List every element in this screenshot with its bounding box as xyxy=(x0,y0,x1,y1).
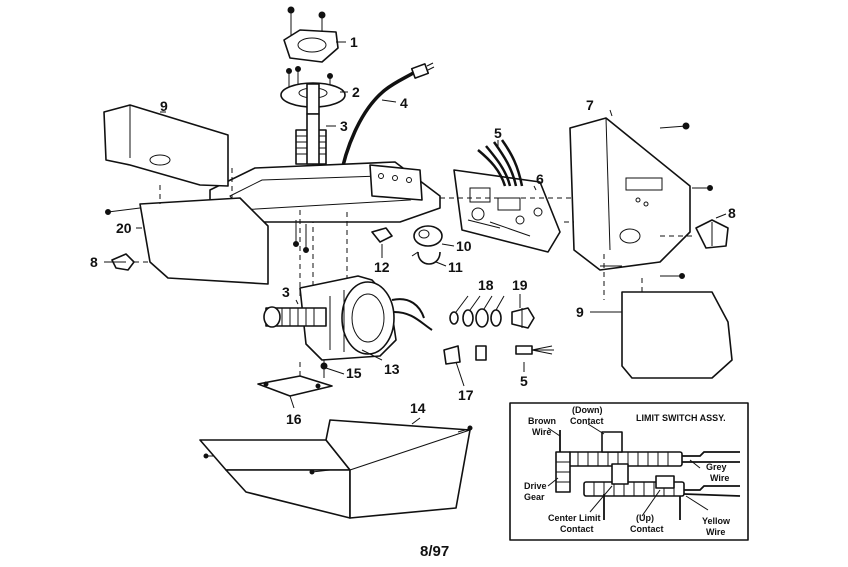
inset-labels: LIMIT SWITCH ASSY. (Down) Contact Brown … xyxy=(524,405,731,537)
down-contact-label-1: (Down) xyxy=(572,405,603,415)
drive-gear-label-1: Drive xyxy=(524,481,547,491)
grey-wire-label-1: Grey xyxy=(706,462,727,472)
up-contact-label-1: (Up) xyxy=(636,513,654,523)
sprocket-gear xyxy=(295,113,327,290)
callout-9-left: 9 xyxy=(160,98,168,114)
callout-4: 4 xyxy=(400,95,408,111)
washer-set xyxy=(449,308,502,328)
callout-8-right: 8 xyxy=(728,205,736,221)
callout-13: 13 xyxy=(384,361,400,377)
callout-15: 15 xyxy=(346,365,362,381)
callout-10: 10 xyxy=(456,238,472,254)
trolley-switch xyxy=(443,345,487,365)
down-contact-label-2: Contact xyxy=(570,416,604,426)
drawing-date-code: 8/97 xyxy=(420,543,449,560)
callout-2: 2 xyxy=(352,84,360,100)
center-limit-label-1: Center Limit xyxy=(548,513,601,523)
callout-9-right: 9 xyxy=(576,304,584,320)
capacitor xyxy=(413,225,443,247)
wire-harness xyxy=(477,139,524,187)
callout-6: 6 xyxy=(536,171,544,187)
housing-screws xyxy=(600,122,713,300)
circuit-board xyxy=(453,169,561,253)
right-light-socket xyxy=(660,219,729,249)
callout-11: 11 xyxy=(448,259,463,275)
callout-16: 16 xyxy=(286,411,302,427)
callout-3-worm: 3 xyxy=(282,284,290,300)
drive-plate xyxy=(280,66,346,115)
grey-wire-label-2: Wire xyxy=(710,473,729,483)
motor xyxy=(299,275,433,361)
callout-1: 1 xyxy=(350,34,358,50)
callout-7: 7 xyxy=(586,97,594,113)
callout-8-left: 8 xyxy=(90,254,98,270)
callout-12: 12 xyxy=(374,259,390,275)
right-housing xyxy=(440,117,691,271)
mounting-clip xyxy=(371,227,393,243)
frame-screws xyxy=(105,207,309,253)
capacitor-strap xyxy=(411,251,441,265)
yellow-wire-label-2: Wire xyxy=(706,527,725,537)
left-lens-cover xyxy=(103,104,229,187)
drive-gear-label-2: Gear xyxy=(524,492,545,502)
callouts: 1 2 3 4 5 6 7 8 8 9 9 10 11 12 13 14 15 … xyxy=(90,34,736,427)
chassis-frame xyxy=(209,161,441,300)
connector-wires xyxy=(515,345,554,355)
yellow-wire-label-1: Yellow xyxy=(702,516,731,526)
callout-5-connector: 5 xyxy=(520,373,528,389)
callout-19: 19 xyxy=(512,277,528,293)
callout-5-harness: 5 xyxy=(494,125,502,141)
center-limit-label-2: Contact xyxy=(560,524,594,534)
worm-gear xyxy=(263,306,327,328)
left-end-panel xyxy=(139,168,269,285)
callout-18: 18 xyxy=(478,277,494,293)
power-cord xyxy=(338,62,435,181)
callout-17: 17 xyxy=(458,387,474,403)
limit-switch-bracket xyxy=(257,360,333,397)
limit-switch-inset xyxy=(509,402,749,541)
callout-3-gear: 3 xyxy=(340,118,348,134)
brown-wire-label-2: Wire xyxy=(532,427,551,437)
brown-wire-label-1: Brown xyxy=(528,416,556,426)
top-bracket xyxy=(283,6,339,63)
leader-lines xyxy=(104,41,727,517)
bottom-cover xyxy=(199,419,473,519)
inset-title: LIMIT SWITCH ASSY. xyxy=(636,413,726,423)
up-contact-label-2: Contact xyxy=(630,524,664,534)
right-lens-cover xyxy=(621,278,733,379)
callout-20: 20 xyxy=(116,220,132,236)
coupling xyxy=(511,307,535,329)
callout-14: 14 xyxy=(410,400,426,416)
motor-bracket-screw xyxy=(320,360,328,378)
